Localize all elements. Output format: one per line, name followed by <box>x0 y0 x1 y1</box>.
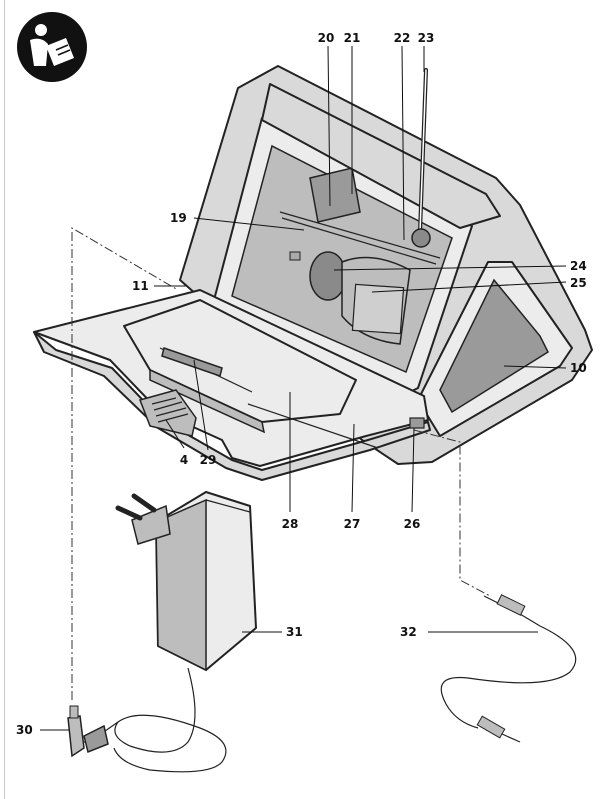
callout-20: 20 <box>318 31 335 45</box>
callout-28: 28 <box>282 517 299 531</box>
speaker-grille <box>439 278 549 414</box>
callout-31: 31 <box>286 625 303 639</box>
callout-30: 30 <box>16 723 33 737</box>
page-crop-line <box>4 0 5 799</box>
read-manual-icon <box>17 12 87 82</box>
callout-22: 22 <box>394 31 411 45</box>
callout-21: 21 <box>344 31 361 45</box>
power-adapter-drawing <box>79 491 257 773</box>
callout-labels: 20 21 22 23 19 24 25 11 10 4 29 28 27 26… <box>16 31 587 737</box>
radio-housing-drawing <box>33 65 593 481</box>
aux-cable-drawing <box>440 594 577 743</box>
dc-plug-drawing <box>67 705 109 758</box>
callout-10: 10 <box>570 361 587 375</box>
callout-23: 23 <box>418 31 435 45</box>
callout-11: 11 <box>132 279 149 293</box>
guide-line-aux <box>413 429 491 597</box>
callout-26: 26 <box>404 517 421 531</box>
callout-25: 25 <box>570 276 587 290</box>
callout-32: 32 <box>400 625 417 639</box>
callout-29: 29 <box>200 453 217 467</box>
leader-lines <box>40 45 567 731</box>
callout-27: 27 <box>344 517 361 531</box>
callout-4: 4 <box>180 453 188 467</box>
callout-24: 24 <box>570 259 587 273</box>
callout-19: 19 <box>170 211 187 225</box>
guide-line-plug <box>71 227 179 700</box>
